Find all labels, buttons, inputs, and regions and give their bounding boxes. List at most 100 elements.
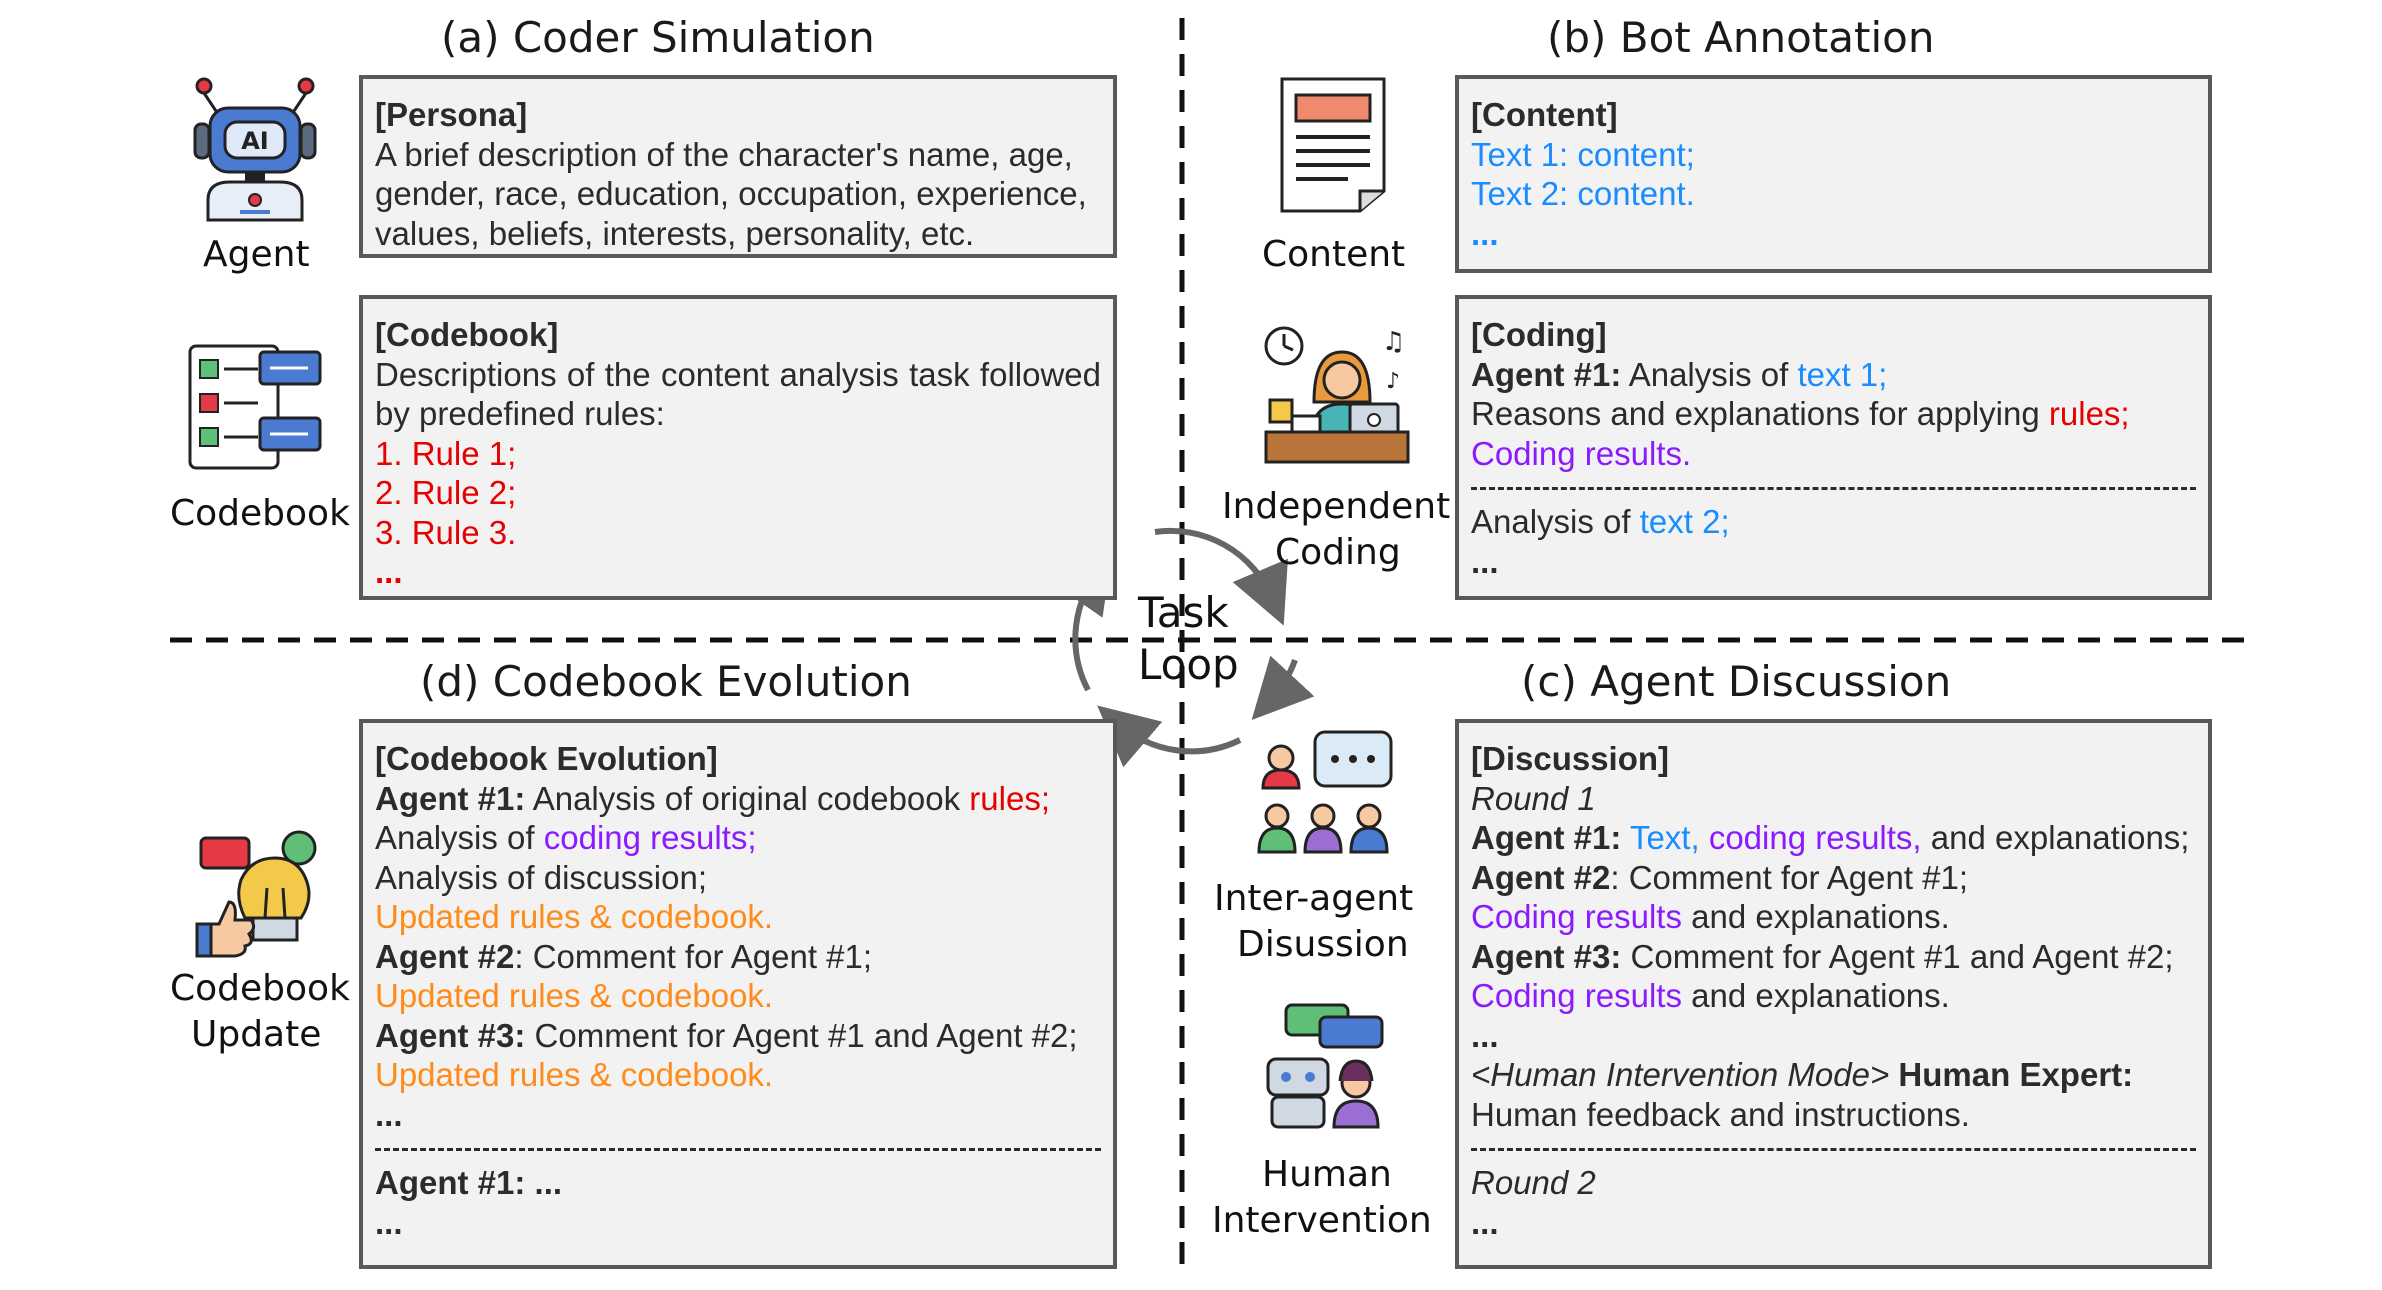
human-robot-icon	[1266, 1003, 1384, 1129]
evolution-agent-1-again: Agent #1: ...	[375, 1164, 563, 1201]
coding-analysis-2-line: Analysis of text 2;	[1471, 502, 2196, 542]
coding-separator	[1471, 487, 2196, 490]
vertical-divider	[1179, 18, 1185, 1273]
evolution-analysis-of: Analysis of	[375, 819, 544, 856]
codebook-box: [Codebook] Descriptions of the content a…	[359, 295, 1117, 600]
codebook-description-2: by predefined rules:	[375, 395, 665, 432]
discussion-agent-3-label: Agent #3:	[1471, 937, 1622, 975]
codebook-description-1: Descriptions of the content analysis tas…	[375, 355, 1101, 393]
document-content-icon	[1280, 77, 1386, 213]
label-disussion: Disussion	[1237, 924, 1409, 965]
bulb-thumbs-up-icon	[195, 830, 317, 958]
coding-results: Coding results.	[1471, 434, 1692, 472]
group-discussion-icon	[1257, 730, 1393, 854]
discussion-text-word: Text,	[1629, 819, 1700, 856]
persona-line-2: gender, race, education, occupation, exp…	[375, 175, 1087, 212]
evolution-separator	[375, 1148, 1101, 1151]
content-text-1: Text 1: content;	[1471, 135, 1695, 173]
persona-line-3: values, beliefs, interests, personality,…	[375, 214, 975, 252]
discussion-human-feedback: Human feedback and instructions.	[1471, 1095, 1970, 1133]
evolution-header: [Codebook Evolution]	[375, 740, 718, 777]
evolution-analysis-original: Analysis of original codebook	[525, 779, 970, 817]
discussion-agent-3-comment: Comment for Agent #1 and Agent #2;	[1621, 937, 2174, 975]
coding-header: [Coding]	[1471, 316, 1607, 353]
horizontal-divider	[170, 637, 2250, 643]
content-text-2: Text 2: content.	[1471, 175, 1695, 212]
evolution-agent-2-label: Agent #2	[375, 937, 515, 975]
robot-agent-icon: AI	[193, 77, 317, 222]
coding-analysis-of: Analysis of	[1621, 355, 1798, 393]
task-loop-label-loop: Loop	[1138, 640, 1239, 689]
label-human: Human	[1262, 1154, 1392, 1195]
label-agent: Agent	[203, 234, 310, 275]
codebook-rule-more: ...	[375, 553, 403, 590]
coding-reasons-line: Reasons and explanations for applying ru…	[1471, 394, 2196, 434]
evolution-agent-3-comment: Comment for Agent #1 and Agent #2;	[525, 1016, 1078, 1054]
discussion-agent-2-line: Agent #2: Comment for Agent #1;	[1471, 858, 2196, 898]
codebook-rule-1: 1. Rule 1;	[375, 434, 517, 472]
discussion-and-explanations-inline: and explanations;	[1921, 819, 2190, 856]
evolution-agent-3-line: Agent #3: Comment for Agent #1 and Agent…	[375, 1016, 1101, 1056]
codebook-header: [Codebook]	[375, 316, 559, 353]
discussion-coding-results-inline: coding results,	[1708, 819, 1922, 856]
evolution-agent-2-line: Agent #2: Comment for Agent #1;	[375, 937, 1101, 977]
evolution-more-2: ...	[375, 1203, 403, 1241]
label-codebook-update-1: Codebook	[170, 968, 350, 1009]
evolution-agent-1-line: Agent #1: Analysis of original codebook …	[375, 779, 1101, 819]
evolution-coding-results-line: Analysis of coding results;	[375, 818, 1101, 858]
coding-text-2: text 2;	[1639, 503, 1730, 540]
svg-text:♪: ♪	[1386, 369, 1400, 394]
discussion-human-mode: <Human Intervention Mode>	[1471, 1056, 1890, 1093]
discussion-and-explanations-2: and explanations.	[1681, 977, 1950, 1014]
discussion-agent-1-label: Agent #1:	[1471, 819, 1622, 856]
evolution-updated-1: Updated rules & codebook.	[375, 898, 774, 935]
label-codebook: Codebook	[170, 493, 350, 534]
coding-analysis-of-2: Analysis of	[1471, 503, 1640, 540]
ai-badge-text: AI	[241, 127, 269, 155]
discussion-agent-2-label: Agent #2	[1471, 858, 1611, 896]
discussion-coding-results-line-1: Coding results and explanations.	[1471, 897, 2196, 937]
evolution-rules: rules;	[969, 779, 1050, 817]
discussion-round-1: Round 1	[1471, 779, 1596, 817]
persona-line-1: A brief description of the character's n…	[375, 135, 1073, 173]
task-loop-label-task: Task	[1138, 588, 1229, 637]
discussion-round-2: Round 2	[1471, 1164, 1596, 1201]
discussion-and-explanations-1: and explanations.	[1681, 898, 1950, 935]
coding-agent-1-label: Agent #1:	[1471, 355, 1622, 393]
discussion-more-2: ...	[1471, 1203, 1499, 1241]
discussion-agent-1-line: Agent #1: Text, coding results, and expl…	[1471, 818, 2196, 858]
evolution-coding-results: coding results;	[543, 819, 757, 856]
person-working-icon: ♫ ♪	[1264, 326, 1410, 464]
coding-rules: rules;	[2048, 395, 2130, 432]
evolution-agent-3-label: Agent #3:	[375, 1016, 526, 1054]
svg-text:♫: ♫	[1382, 327, 1405, 357]
discussion-coding-results-1: Coding results	[1471, 898, 1682, 935]
title-coder-simulation: (a) Coder Simulation	[441, 13, 875, 62]
persona-header: [Persona]	[375, 96, 528, 133]
content-header: [Content]	[1471, 96, 1618, 133]
discussion-human-line: <Human Intervention Mode> Human Expert:	[1471, 1055, 2196, 1095]
title-bot-annotation: (b) Bot Annotation	[1547, 13, 1935, 62]
discussion-agent-2-comment: : Comment for Agent #1;	[1610, 858, 1969, 896]
discussion-human-expert: Human Expert:	[1889, 1056, 2134, 1093]
label-codebook-update-2: Update	[191, 1014, 322, 1055]
label-content: Content	[1262, 234, 1406, 275]
content-box: [Content] Text 1: content; Text 2: conte…	[1455, 75, 2212, 273]
evolution-agent-2-comment: : Comment for Agent #1;	[514, 937, 873, 975]
discussion-coding-results-line-2: Coding results and explanations.	[1471, 976, 2196, 1016]
discussion-more: ...	[1471, 1016, 1499, 1054]
label-intervention: Intervention	[1212, 1200, 1432, 1241]
coding-agent-1-line: Agent #1: Analysis of text 1;	[1471, 355, 2196, 395]
codebook-evolution-box: [Codebook Evolution] Agent #1: Analysis …	[359, 719, 1117, 1269]
discussion-header: [Discussion]	[1471, 740, 1670, 777]
evolution-analysis-discussion: Analysis of discussion;	[375, 858, 707, 896]
persona-box: [Persona] A brief description of the cha…	[359, 75, 1117, 258]
content-more: ...	[1471, 214, 1499, 252]
discussion-separator	[1471, 1148, 2196, 1151]
evolution-updated-2: Updated rules & codebook.	[375, 977, 774, 1014]
codebook-checklist-icon	[188, 344, 322, 470]
task-loop-cycle	[1060, 527, 1315, 768]
title-codebook-evolution: (d) Codebook Evolution	[420, 657, 912, 706]
evolution-updated-3: Updated rules & codebook.	[375, 1056, 774, 1093]
discussion-coding-results-2: Coding results	[1471, 977, 1682, 1014]
